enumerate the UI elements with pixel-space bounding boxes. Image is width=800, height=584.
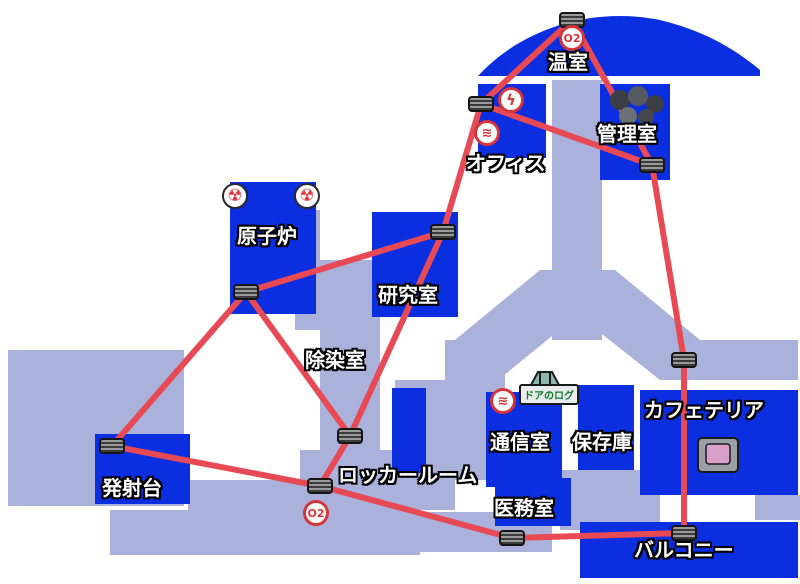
balcony-vent[interactable]: [671, 525, 697, 541]
comms-icon[interactable]: ≋: [474, 120, 500, 146]
emergency-button-icon[interactable]: [697, 437, 739, 473]
o2-icon[interactable]: O2: [303, 500, 329, 526]
greenhouse-room: [478, 16, 760, 76]
cafeteria-vent[interactable]: [671, 352, 697, 368]
room-label-cafeteria: カフェテリア: [644, 398, 764, 422]
room-label-storage: 保存庫: [572, 430, 632, 454]
room-label-medbay: 医務室: [494, 496, 554, 520]
radiation-icon[interactable]: ☢: [294, 183, 320, 209]
laboratory-vent[interactable]: [430, 224, 456, 240]
room-label-communications: 通信室: [490, 430, 550, 454]
electrical-icon[interactable]: ϟ: [498, 87, 524, 113]
room-label-launchpad: 発射台: [102, 476, 162, 500]
cafeteria-right-corridor: [700, 340, 798, 380]
admin-vent[interactable]: [639, 157, 665, 173]
right-exit: [755, 495, 800, 520]
o2-icon-text: O2: [307, 506, 325, 520]
room-label-office: オフィス: [466, 151, 546, 175]
room-label-reactor: 原子炉: [237, 224, 297, 248]
room-label-decontamination: 除染室: [305, 348, 365, 372]
room-label-admin: 管理室: [597, 122, 657, 146]
room-label-locker-room: ロッカールーム: [338, 463, 478, 487]
y-junction: [455, 270, 700, 380]
room-label-laboratory: 研究室: [378, 283, 438, 307]
corridors: [6, 80, 800, 555]
comms-icon[interactable]: ≋: [490, 388, 516, 414]
medbay-vent[interactable]: [499, 530, 525, 546]
o2-icon[interactable]: O2: [559, 25, 585, 51]
room-label-balcony: バルコニー: [634, 538, 734, 562]
office-vent[interactable]: [468, 96, 494, 112]
reactor-vent[interactable]: [233, 284, 259, 300]
radiation-icon[interactable]: ☢: [222, 183, 248, 209]
room-label-greenhouse: 温室: [548, 50, 588, 74]
locker-room-vent[interactable]: [307, 478, 333, 494]
admin-table-icon[interactable]: [610, 86, 664, 125]
medbay-room: [495, 478, 571, 526]
locker-room-block: [392, 388, 426, 473]
launchpad-vent[interactable]: [99, 438, 125, 454]
door-log-tag: ドアのログ: [519, 384, 579, 405]
o2-icon-text: O2: [563, 31, 581, 45]
storage-room: [578, 385, 634, 470]
decontamination-vent[interactable]: [337, 428, 363, 444]
floor-outline: [4, 346, 188, 510]
vent-routes: [109, 17, 687, 541]
decontamination-corridor: [320, 260, 380, 450]
